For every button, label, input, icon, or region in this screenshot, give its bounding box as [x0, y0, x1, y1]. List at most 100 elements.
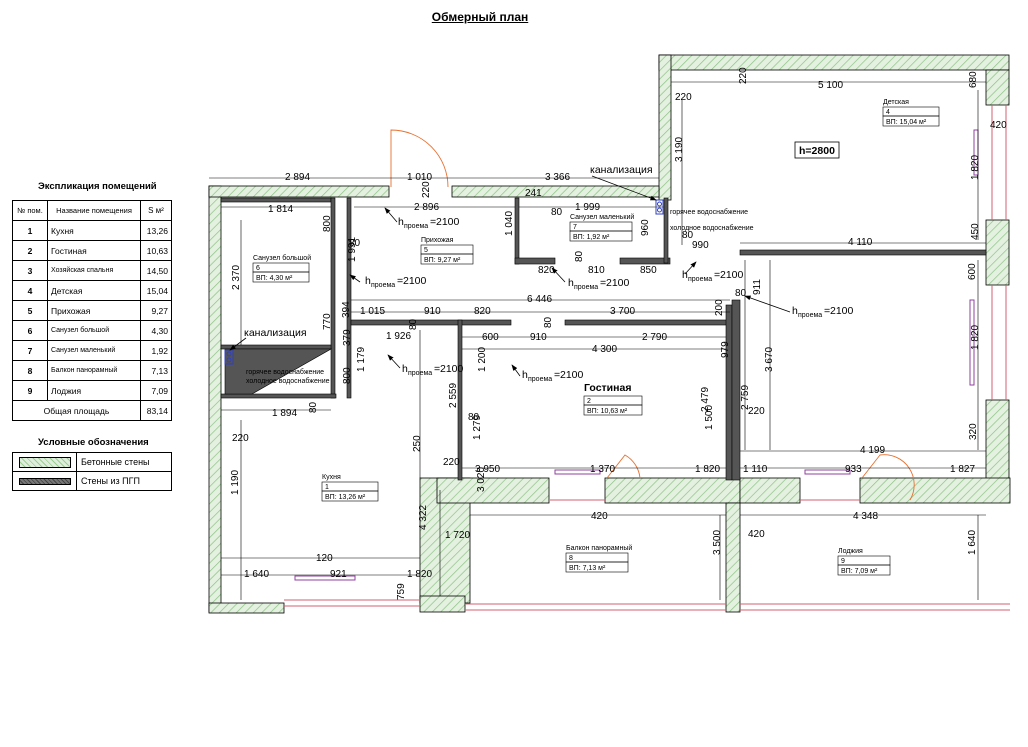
symbols-table: Бетонные стены Стены из ПГП — [12, 452, 172, 491]
dimension-label: 800 — [342, 367, 353, 384]
dimension-label: 2 370 — [231, 265, 242, 290]
dimension-label: 2 479 — [700, 387, 711, 412]
svg-text:Кухня: Кухня — [322, 474, 341, 481]
dimension-label: 1 640 — [244, 569, 269, 580]
dimension-label: 4 199 — [860, 445, 885, 456]
dimension-label: 80 — [543, 316, 554, 328]
dimension-label: 1 827 — [950, 464, 975, 475]
dimension-label: 220 — [443, 457, 460, 468]
dimension-label: 80 — [408, 318, 419, 330]
svg-text:=: = — [824, 305, 830, 317]
svg-text:проема: проема — [404, 223, 428, 230]
svg-text:=: = — [397, 275, 403, 287]
dimension-label: 4 110 — [848, 237, 873, 248]
dimension-label: 990 — [692, 240, 709, 251]
dimension-label: 759 — [396, 583, 407, 600]
svg-text:=: = — [430, 216, 436, 228]
pipe-icons — [224, 199, 664, 365]
room-label-kukhnya: Кухня 1 ВП: 13,26 м² — [321, 474, 379, 502]
dimension-label: 394 — [341, 301, 352, 318]
dimension-label: 80 — [682, 230, 694, 241]
dimension-label: 241 — [525, 188, 542, 199]
dimension-label: 3 670 — [764, 347, 775, 372]
dimension-label: 910 — [530, 332, 547, 343]
room-label-detskaya: Детская 4 ВП: 15,04 м² — [882, 99, 940, 127]
dimension-label: 220 — [232, 433, 249, 444]
svg-text:2100: 2100 — [560, 369, 584, 381]
dimension-label: 120 — [316, 553, 333, 564]
svg-text:2100: 2100 — [440, 363, 464, 375]
dimension-label: 1 999 — [575, 202, 600, 213]
room-label-prikhozhaya: Прихожая 5 ВП: 9,27 м² — [420, 237, 474, 265]
dimension-label: 3 190 — [674, 137, 685, 162]
symbols-title: Условные обозначения — [38, 437, 149, 448]
dimension-label: 220 — [748, 406, 765, 417]
dimension-label: 379 — [342, 329, 353, 346]
dimension-label: 960 — [640, 219, 651, 236]
page-title: Обмерный план — [431, 10, 529, 24]
svg-text:Санузел маленький: Санузел маленький — [570, 213, 634, 221]
svg-text:Прихожая: Прихожая — [421, 237, 454, 244]
svg-text:Гостиная: Гостиная — [584, 382, 631, 394]
dimension-label: 80 — [574, 250, 585, 262]
room-label-lodzhiya: Лоджия 9 ВП: 7,09 м² — [837, 548, 891, 576]
svg-text:проема: проема — [688, 276, 712, 283]
dimension-label: 1 179 — [356, 347, 367, 372]
dimension-label: 1 926 — [386, 331, 411, 342]
svg-text:2: 2 — [587, 398, 591, 405]
svg-text:4: 4 — [886, 109, 890, 116]
svg-text:ВП: 13,26 м²: ВП: 13,26 м² — [325, 494, 366, 501]
dimension-label: 80 — [735, 288, 747, 299]
svg-text:ВП: 4,30 м²: ВП: 4,30 м² — [256, 275, 293, 282]
dimension-label: 2 894 — [285, 172, 310, 183]
svg-text:Детская: Детская — [883, 99, 909, 106]
explication-header: № пом. Название помещения S м² — [12, 200, 172, 221]
dimension-label: 1 814 — [268, 204, 293, 215]
ceiling-height-box — [794, 141, 840, 159]
dimension-label: 1 640 — [967, 530, 978, 555]
dimension-label: 850 — [640, 265, 657, 276]
dimension-label: 4 300 — [592, 344, 617, 355]
svg-text:=: = — [600, 277, 606, 289]
room-label-sanuzel-big: Санузел большой 6 ВП: 4,30 м² — [252, 254, 311, 283]
dimension-label: 80 — [308, 401, 319, 413]
svg-text:проема: проема — [408, 370, 432, 377]
dimension-label: 80 — [551, 207, 563, 218]
dimension-label: 3 500 — [712, 530, 723, 555]
dimension-label: 680 — [968, 71, 979, 88]
svg-text:ВП: 10,63 м²: ВП: 10,63 м² — [587, 408, 628, 415]
svg-text:5: 5 — [424, 247, 428, 254]
dimension-label: 6 446 — [527, 294, 552, 305]
concrete-walls — [208, 54, 1011, 614]
dimension-label: 1 720 — [445, 530, 470, 541]
svg-text:2100: 2100 — [606, 277, 630, 289]
dimension-label: 3 366 — [545, 172, 570, 183]
svg-text:проема: проема — [798, 312, 822, 319]
room-area: 7,13 — [140, 360, 172, 381]
dimension-label: 420 — [990, 120, 1007, 131]
dimension-label: 2 896 — [414, 202, 439, 213]
svg-text:6: 6 — [256, 265, 260, 272]
svg-text:ВП: 9,27 м²: ВП: 9,27 м² — [424, 257, 461, 264]
dimension-label: 979 — [720, 341, 731, 358]
dimension-label: 911 — [752, 279, 763, 295]
svg-text:ВП: 7,09 м²: ВП: 7,09 м² — [841, 568, 878, 575]
svg-text:ВП: 1,92 м²: ВП: 1,92 м² — [573, 234, 610, 241]
svg-text:=: = — [554, 369, 560, 381]
dimension-label: 600 — [967, 263, 978, 280]
dimension-label: 420 — [591, 511, 608, 522]
dimension-label: 220 — [421, 181, 432, 198]
svg-text:h: h — [402, 363, 408, 375]
dimension-lines — [209, 81, 986, 600]
dimension-label: 3 020 — [476, 467, 487, 492]
dimension-label: 820 — [474, 306, 491, 317]
dimension-label: 1 991 — [347, 237, 358, 262]
